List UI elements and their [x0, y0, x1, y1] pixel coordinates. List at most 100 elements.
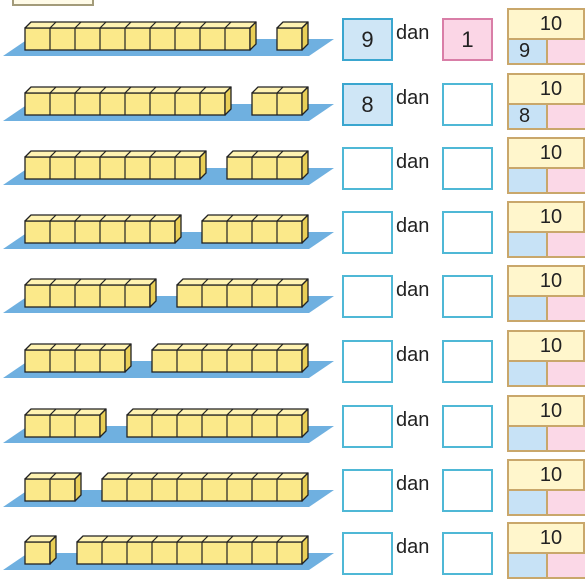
bond-part-right[interactable]: [548, 489, 585, 514]
first-number-box[interactable]: [342, 469, 393, 512]
bond-part-left[interactable]: 8: [509, 103, 548, 128]
bond-part-left[interactable]: [509, 425, 548, 450]
bond-total: 10: [509, 203, 583, 231]
right-cube-rod: [227, 151, 308, 179]
cube-illustration: [0, 265, 340, 325]
number-bond-box: 10: [507, 201, 585, 258]
number-bond-box: 10: [507, 522, 585, 579]
bond-part-right[interactable]: [548, 295, 585, 320]
bond-total: 10: [509, 332, 583, 360]
second-number-box[interactable]: [442, 147, 493, 190]
exercise-row: dan 10: [0, 137, 585, 197]
cube-illustration: [0, 137, 340, 197]
first-number-box[interactable]: [342, 211, 393, 254]
cube-illustration: [0, 459, 340, 519]
exercise-row: dan 10: [0, 395, 585, 455]
right-cube-rod: [152, 344, 308, 372]
left-cube-rod: [25, 22, 256, 50]
second-number-box[interactable]: 1: [442, 18, 493, 61]
second-number-box[interactable]: [442, 340, 493, 383]
bond-part-right[interactable]: [548, 167, 585, 192]
right-cube-rod: [102, 473, 308, 501]
left-cube-rod: [25, 536, 56, 564]
right-cube-rod: [202, 215, 308, 243]
exercise-row: dan 10: [0, 265, 585, 325]
connector-word: dan: [396, 215, 442, 238]
right-cube-rod: [277, 22, 308, 50]
first-number-box[interactable]: [342, 532, 393, 575]
number-bond-box: 10: [507, 265, 585, 322]
bond-total: 10: [509, 10, 583, 38]
first-number-box[interactable]: 8: [342, 83, 393, 126]
second-number-box[interactable]: [442, 405, 493, 448]
bond-part-left[interactable]: [509, 167, 548, 192]
first-number-box[interactable]: [342, 275, 393, 318]
bond-total: 10: [509, 267, 583, 295]
cube-illustration: [0, 73, 340, 133]
bond-total: 10: [509, 461, 583, 489]
connector-word: dan: [396, 536, 442, 559]
bond-part-left[interactable]: 9: [509, 38, 548, 63]
bond-part-left[interactable]: [509, 295, 548, 320]
bond-part-right[interactable]: [548, 231, 585, 256]
left-cube-rod: [25, 473, 81, 501]
connector-word: dan: [396, 473, 442, 496]
number-bond-box: 10: [507, 395, 585, 452]
right-cube-rod: [177, 279, 308, 307]
exercise-row: dan 10: [0, 459, 585, 519]
cube-illustration: [0, 330, 340, 390]
bond-total: 10: [509, 524, 583, 552]
second-number-box[interactable]: [442, 532, 493, 575]
right-cube-rod: [77, 536, 308, 564]
first-number-box[interactable]: [342, 340, 393, 383]
left-cube-rod: [25, 215, 181, 243]
connector-word: dan: [396, 409, 442, 432]
right-cube-rod: [252, 87, 308, 115]
left-cube-rod: [25, 87, 231, 115]
bond-part-left[interactable]: [509, 231, 548, 256]
right-cube-rod: [127, 409, 308, 437]
bond-part-right[interactable]: [548, 360, 585, 385]
number-bond-box: 10: [507, 137, 585, 194]
exercise-row: dan 10: [0, 330, 585, 390]
left-cube-rod: [25, 151, 206, 179]
bond-part-left[interactable]: [509, 489, 548, 514]
cube-illustration: [0, 522, 340, 582]
second-number-box[interactable]: [442, 469, 493, 512]
connector-word: dan: [396, 87, 442, 110]
bond-part-right[interactable]: [548, 38, 585, 63]
number-bond-box: 10: [507, 459, 585, 516]
exercise-row: dan 10: [0, 201, 585, 261]
second-number-box[interactable]: [442, 275, 493, 318]
bond-part-left[interactable]: [509, 360, 548, 385]
connector-word: dan: [396, 279, 442, 302]
connector-word: dan: [396, 344, 442, 367]
first-number-box[interactable]: [342, 147, 393, 190]
first-number-box[interactable]: [342, 405, 393, 448]
left-cube-rod: [25, 409, 106, 437]
number-bond-box: 10: [507, 330, 585, 387]
bond-total: 10: [509, 75, 583, 103]
first-number-box[interactable]: 9: [342, 18, 393, 61]
corner-label-box: [12, 0, 94, 6]
bond-total: 10: [509, 139, 583, 167]
connector-word: dan: [396, 151, 442, 174]
second-number-box[interactable]: [442, 83, 493, 126]
cube-illustration: [0, 395, 340, 455]
connector-word: dan: [396, 22, 442, 45]
bond-part-right[interactable]: [548, 425, 585, 450]
bond-total: 10: [509, 397, 583, 425]
bond-part-left[interactable]: [509, 552, 548, 577]
left-cube-rod: [25, 279, 156, 307]
bond-part-right[interactable]: [548, 103, 585, 128]
second-number-box[interactable]: [442, 211, 493, 254]
left-cube-rod: [25, 344, 131, 372]
cube-illustration: [0, 201, 340, 261]
bond-part-right[interactable]: [548, 552, 585, 577]
exercise-row: dan 10: [0, 522, 585, 582]
